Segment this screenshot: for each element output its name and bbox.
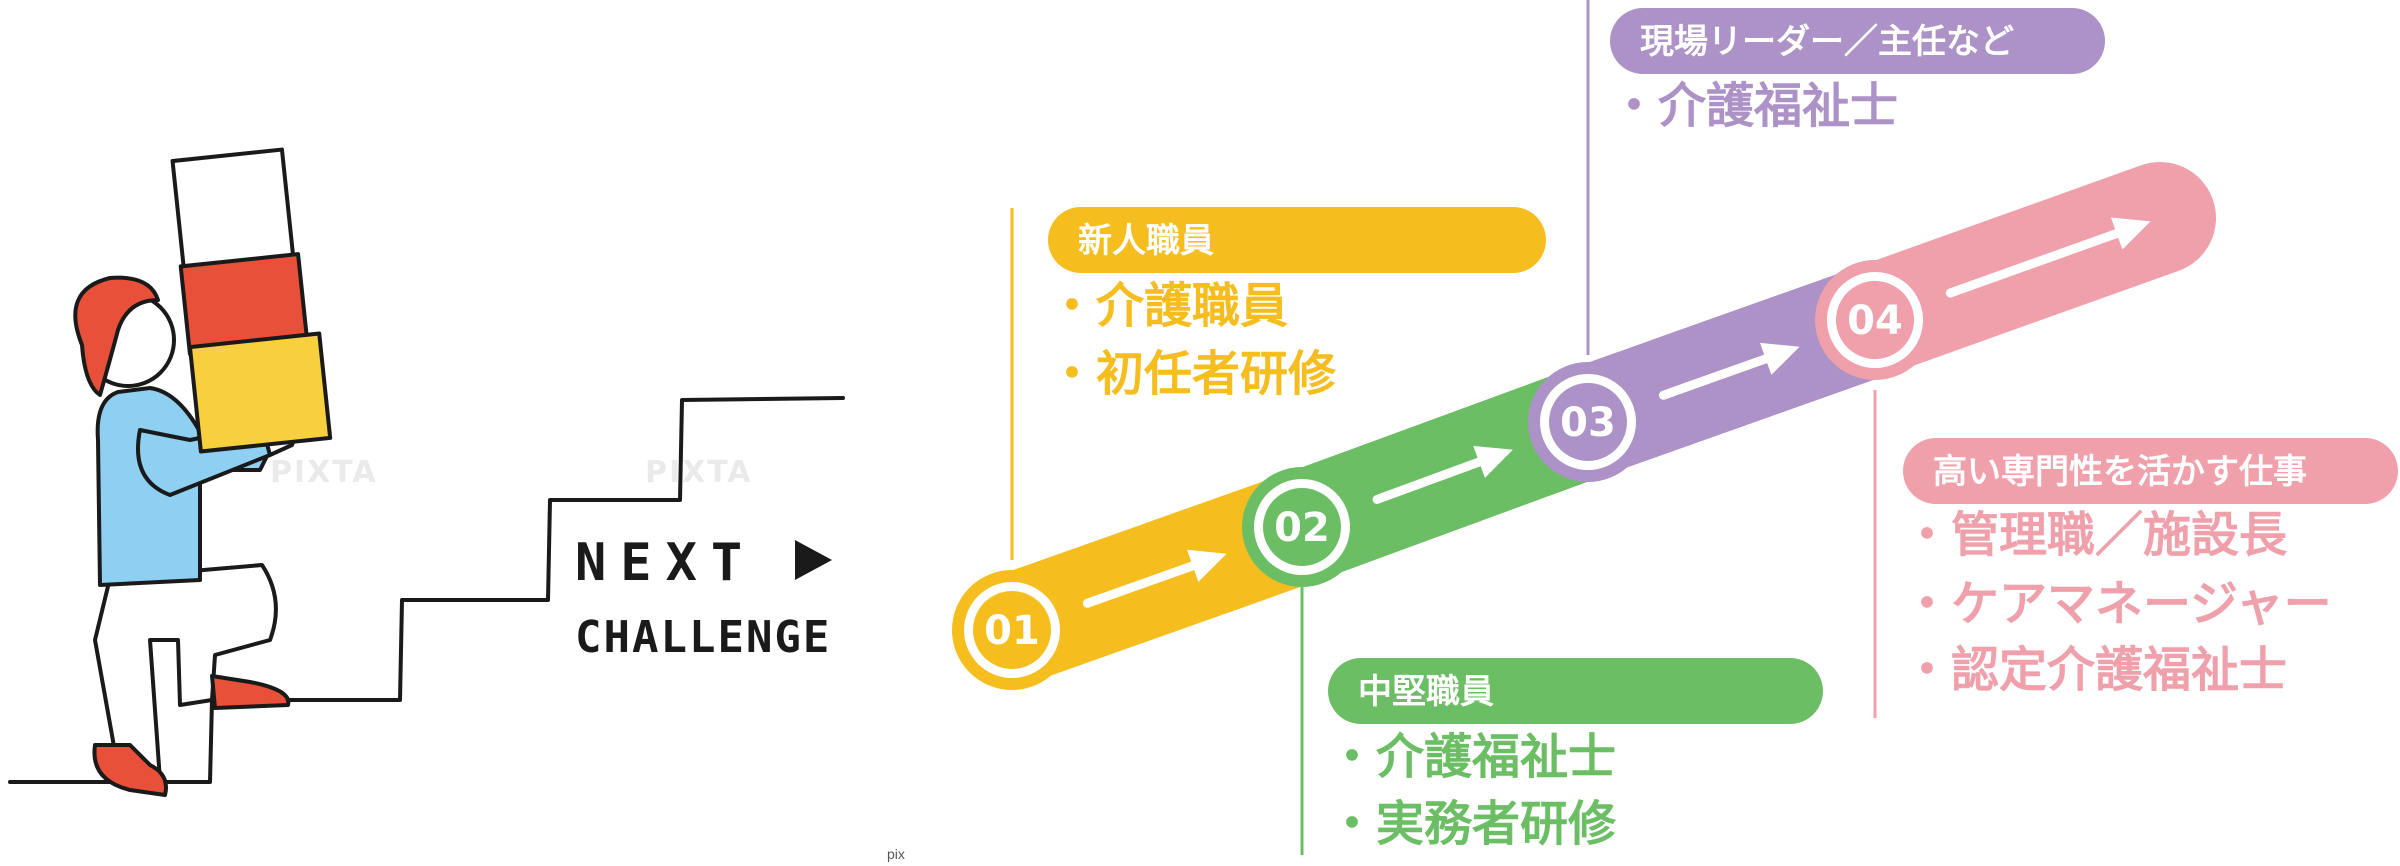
step-title-pill — [1048, 207, 1546, 273]
step-title: 中堅職員 — [1358, 672, 1494, 712]
step-circle-inner — [1549, 383, 1627, 461]
step-03: 03 現場リーダー／主任など・介護福祉士 — [1528, 0, 2105, 482]
arrow-head-icon-1 — [1187, 549, 1227, 582]
arrow-head-icon-3 — [1760, 342, 1800, 375]
caption-next: NEXT — [575, 533, 756, 593]
step-list-item: ・認定介護福祉士 — [1903, 642, 2287, 698]
career-steps: 01新人職員・介護職員・初任者研修02中堅職員・介護福祉士・実務者研修03現場リ… — [952, 0, 2398, 855]
step-circle-inner — [1836, 281, 1914, 359]
watermark-1: PIXTA — [645, 455, 753, 490]
step-title-pill — [1610, 8, 2105, 74]
step-list-item: ・管理職／施設長 — [1903, 507, 2288, 563]
stair-outline — [8, 396, 845, 784]
person-pants — [93, 563, 278, 782]
next-challenge-caption: NEXT CHALLENGE — [575, 533, 832, 663]
step-circle-inner — [1263, 488, 1341, 566]
arrow-shaft-1 — [1082, 555, 1213, 608]
arrow-head-icon-2 — [1473, 446, 1513, 478]
step-title: 現場リーダー／主任など — [1640, 22, 2014, 62]
step-number: 04 — [1847, 298, 1903, 344]
watermark-2: PIXTA — [270, 455, 378, 490]
step-number: 01 — [984, 608, 1040, 654]
step-list-item: ・介護福祉士 — [1610, 78, 1898, 134]
step-number: 02 — [1274, 505, 1330, 551]
box-yellow — [187, 331, 333, 454]
person-carrying-boxes-illustration — [73, 147, 333, 797]
person-hair — [73, 275, 160, 397]
arrow-shaft-3 — [1658, 348, 1786, 400]
step-title-pill — [1903, 438, 2398, 504]
step-title: 高い専門性を活かす仕事 — [1933, 452, 2307, 492]
stairs-illustration — [8, 396, 845, 784]
image-credit: pix — [887, 846, 905, 862]
step-02: 02 中堅職員・介護福祉士・実務者研修 — [1242, 467, 1823, 855]
step-list-item: ・ケアマネージャー — [1903, 576, 2332, 632]
box-white — [170, 147, 296, 273]
step-title-pill — [1328, 658, 1823, 724]
person-shoe-back — [92, 743, 168, 797]
step-list-item: ・介護福祉士 — [1328, 729, 1616, 785]
step-01: 01 新人職員・介護職員・初任者研修 — [952, 207, 1546, 690]
arrow-head-icon-4 — [2110, 217, 2151, 250]
step-circle-inner — [973, 591, 1051, 669]
arrow-shaft-4 — [1945, 223, 2137, 298]
step-list-item: ・実務者研修 — [1328, 796, 1617, 852]
play-triangle-icon — [795, 540, 832, 580]
step-list-item: ・初任者研修 — [1048, 346, 1337, 402]
caption-challenge: CHALLENGE — [575, 612, 831, 663]
arrow-shaft-2 — [1372, 451, 1499, 504]
step-list-item: ・介護職員 — [1048, 278, 1288, 334]
step-number: 03 — [1560, 400, 1616, 446]
person-shoe-front — [210, 674, 291, 710]
step-title: 新人職員 — [1078, 221, 1214, 261]
step-04: 04 高い専門性を活かす仕事・管理職／施設長・ケアマネージャー・認定介護福祉士 — [1815, 260, 2398, 718]
